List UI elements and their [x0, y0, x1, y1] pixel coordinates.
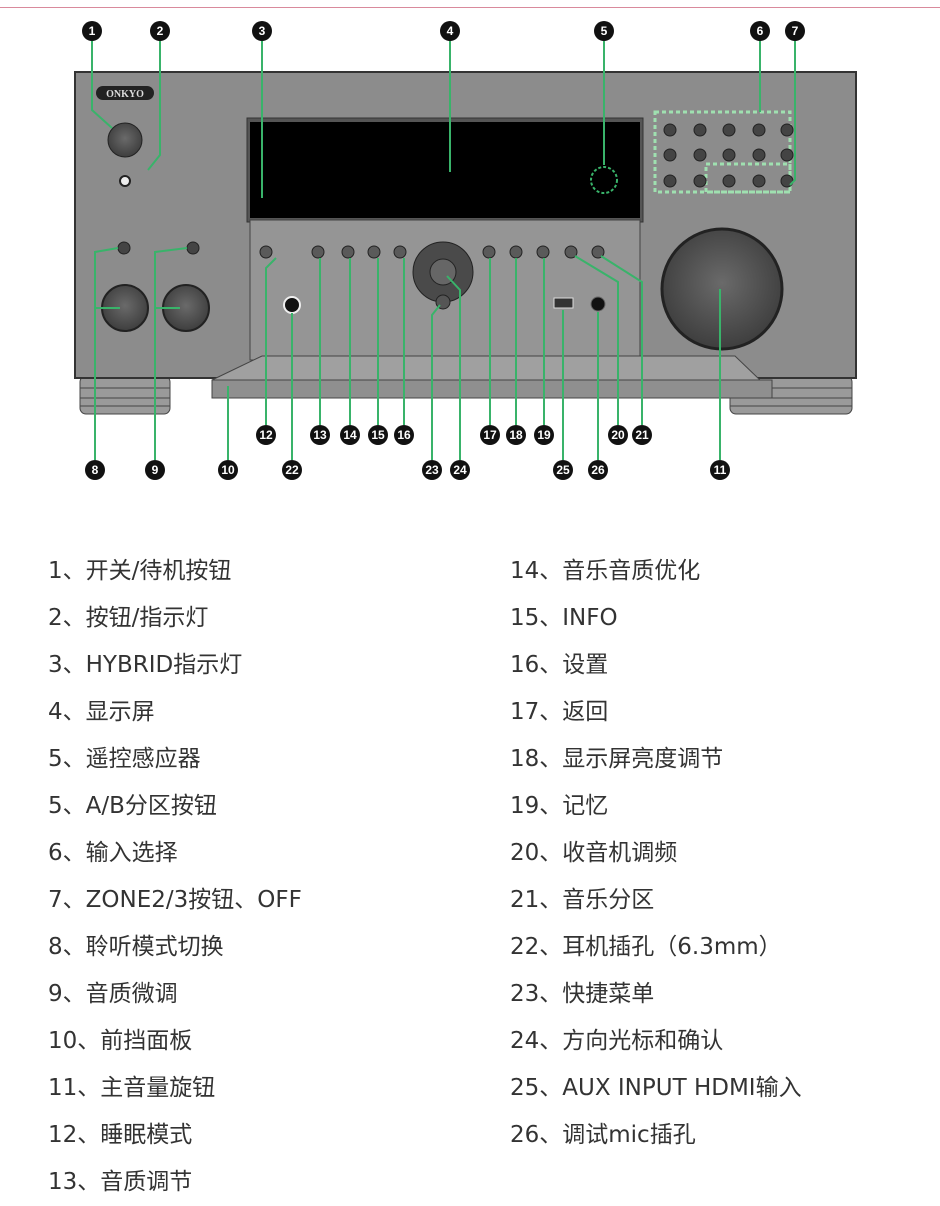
svg-text:17: 17: [483, 428, 497, 442]
marker-25: 25: [553, 460, 573, 480]
legend-item: 1、开关/待机按钮: [48, 558, 232, 584]
master-volume-knob[interactable]: [660, 227, 784, 351]
marker-18: 18: [506, 425, 526, 445]
legend-item: 26、调试mic插孔: [510, 1122, 696, 1148]
marker-23: 23: [422, 460, 442, 480]
marker-11: 11: [710, 460, 730, 480]
top-rule: [0, 7, 940, 8]
svg-text:4: 4: [447, 24, 454, 38]
leader-lines: [91, 40, 796, 460]
svg-text:ONKYO: ONKYO: [106, 89, 144, 100]
display-screen: [250, 122, 640, 218]
svg-text:15: 15: [371, 428, 385, 442]
svg-text:8: 8: [92, 463, 99, 477]
svg-text:18: 18: [509, 428, 523, 442]
marker-6: 6: [750, 21, 770, 41]
svg-text:11: 11: [714, 463, 727, 477]
legend-item: 8、聆听模式切换: [48, 934, 224, 960]
marker-10: 10: [218, 460, 238, 480]
svg-text:10: 10: [221, 463, 235, 477]
legend-item: 16、设置: [510, 652, 609, 678]
legend-item: 10、前挡面板: [48, 1028, 193, 1054]
legend-item: 7、ZONE2/3按钮、OFF: [48, 887, 302, 913]
marker-15: 15: [368, 425, 388, 445]
legend-item: 4、显示屏: [48, 699, 155, 725]
marker-5: 5: [594, 21, 614, 41]
legend-item: 21、音乐分区: [510, 887, 655, 913]
left-foot: [79, 375, 171, 415]
legend-item: 19、记忆: [510, 793, 609, 819]
svg-text:12: 12: [259, 428, 273, 442]
tone-button[interactable]: [186, 241, 200, 255]
svg-text:22: 22: [285, 463, 299, 477]
marker-14: 14: [340, 425, 360, 445]
svg-text:6: 6: [757, 24, 764, 38]
marker-26: 26: [588, 460, 608, 480]
legend-item: 25、AUX INPUT HDMI输入: [510, 1075, 802, 1101]
svg-text:23: 23: [425, 463, 439, 477]
svg-text:3: 3: [259, 24, 266, 38]
marker-1: 1: [82, 21, 102, 41]
front-door-panel[interactable]: [211, 355, 762, 381]
legend-item: 23、快捷菜单: [510, 981, 655, 1007]
marker-7: 7: [785, 21, 805, 41]
legend-item: 17、返回: [510, 699, 609, 725]
marker-24: 24: [450, 460, 470, 480]
legend-item: 13、音质调节: [48, 1169, 193, 1195]
onkyo-logo: ONKYO: [96, 86, 154, 100]
svg-text:25: 25: [556, 463, 570, 477]
marker-21: 21: [632, 425, 652, 445]
marker-12: 12: [256, 425, 276, 445]
legend-item: 18、显示屏亮度调节: [510, 746, 724, 772]
svg-text:5: 5: [601, 24, 608, 38]
indicator-led: [119, 175, 131, 187]
marker-4: 4: [440, 21, 460, 41]
svg-text:14: 14: [343, 428, 357, 442]
marker-3: 3: [252, 21, 272, 41]
legend-item: 2、按钮/指示灯: [48, 605, 209, 631]
svg-text:20: 20: [611, 428, 625, 442]
hdmi-aux-input[interactable]: [553, 297, 574, 309]
legend-item: 12、睡眠模式: [48, 1122, 193, 1148]
headphone-jack[interactable]: [283, 296, 301, 314]
legend-item: 5、A/B分区按钮: [48, 793, 217, 819]
marker-20: 20: [608, 425, 628, 445]
marker-13: 13: [310, 425, 330, 445]
svg-text:26: 26: [591, 463, 605, 477]
marker-9: 9: [145, 460, 165, 480]
legend-item: 24、方向光标和确认: [510, 1028, 724, 1054]
svg-text:13: 13: [313, 428, 327, 442]
marker-22: 22: [282, 460, 302, 480]
legend-right-column: 14、音乐音质优化 15、INFO 16、设置 17、返回 18、显示屏亮度调节…: [510, 548, 802, 1159]
input-selector-buttons: [653, 110, 794, 194]
legend-item: 22、耳机插孔（6.3mm）: [510, 934, 782, 960]
svg-text:9: 9: [152, 463, 159, 477]
marker-8: 8: [85, 460, 105, 480]
svg-text:21: 21: [635, 428, 649, 442]
marker-2: 2: [150, 21, 170, 41]
legend-item: 20、收音机调频: [510, 840, 678, 866]
legend-item: 5、遥控感应器: [48, 746, 201, 772]
setup-mic-jack[interactable]: [590, 296, 606, 312]
legend-item: 6、输入选择: [48, 840, 178, 866]
svg-text:7: 7: [792, 24, 799, 38]
listening-mode-button[interactable]: [117, 241, 131, 255]
legend-item: 3、HYBRID指示灯: [48, 652, 243, 678]
svg-text:16: 16: [397, 428, 411, 442]
legend-item: 14、音乐音质优化: [510, 558, 701, 584]
power-button[interactable]: [107, 122, 143, 158]
receiver-front-panel-diagram: ONKYO: [74, 21, 857, 480]
legend-left-column: 1、开关/待机按钮 2、按钮/指示灯 3、HYBRID指示灯 4、显示屏 5、遥…: [48, 548, 302, 1206]
svg-text:24: 24: [453, 463, 467, 477]
svg-text:2: 2: [157, 24, 164, 38]
marker-17: 17: [480, 425, 500, 445]
marker-19: 19: [534, 425, 554, 445]
legend-item: 11、主音量旋钮: [48, 1075, 216, 1101]
svg-text:1: 1: [89, 24, 96, 38]
legend-item: 9、音质微调: [48, 981, 178, 1007]
marker-16: 16: [394, 425, 414, 445]
svg-text:19: 19: [537, 428, 551, 442]
legend-item: 15、INFO: [510, 605, 618, 631]
